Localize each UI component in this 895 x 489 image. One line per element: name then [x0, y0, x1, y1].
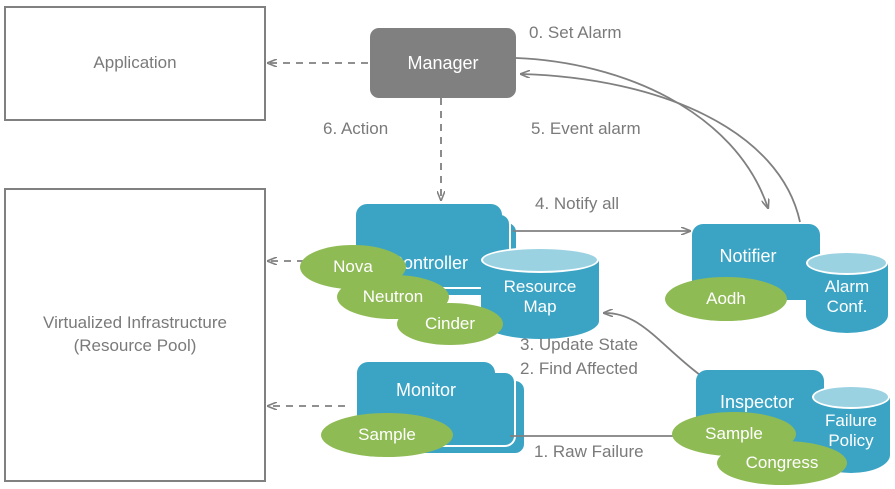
virtualized-infrastructure-box[interactable]: Virtualized Infrastructure (Resource Poo…: [4, 188, 266, 482]
oval-sample-monitor[interactable]: Sample: [321, 413, 453, 457]
flow-label-notify-all: 4. Notify all: [535, 194, 620, 213]
application-box[interactable]: Application: [4, 6, 266, 121]
flow-label-find-affected: 2. Find Affected: [520, 359, 638, 378]
resource-map-cylinder[interactable]: Resource Map: [481, 247, 599, 339]
flow-label-raw-failure: 1. Raw Failure: [534, 442, 644, 461]
cylinder-top: [806, 251, 888, 275]
oval-cinder[interactable]: Cinder: [397, 303, 503, 345]
alarm-conf-label: Alarm Conf.: [824, 277, 870, 316]
failure-policy-label: Failure Policy: [825, 411, 877, 450]
flow-label-set-alarm: 0. Set Alarm: [529, 23, 622, 42]
flow-label-event-alarm: 5. Event alarm: [531, 119, 641, 138]
cylinder-top: [812, 385, 890, 409]
oval-aodh[interactable]: Aodh: [665, 277, 787, 321]
flow-label-update-state: 3. Update State: [520, 335, 639, 354]
manager-box[interactable]: Manager: [370, 28, 516, 98]
flow-label-action: 6. Action: [323, 119, 389, 138]
resource-map-label: Resource Map: [503, 277, 577, 316]
alarm-conf-cylinder[interactable]: Alarm Conf.: [806, 251, 888, 333]
oval-congress[interactable]: Congress: [717, 441, 847, 485]
cylinder-top: [481, 247, 599, 273]
